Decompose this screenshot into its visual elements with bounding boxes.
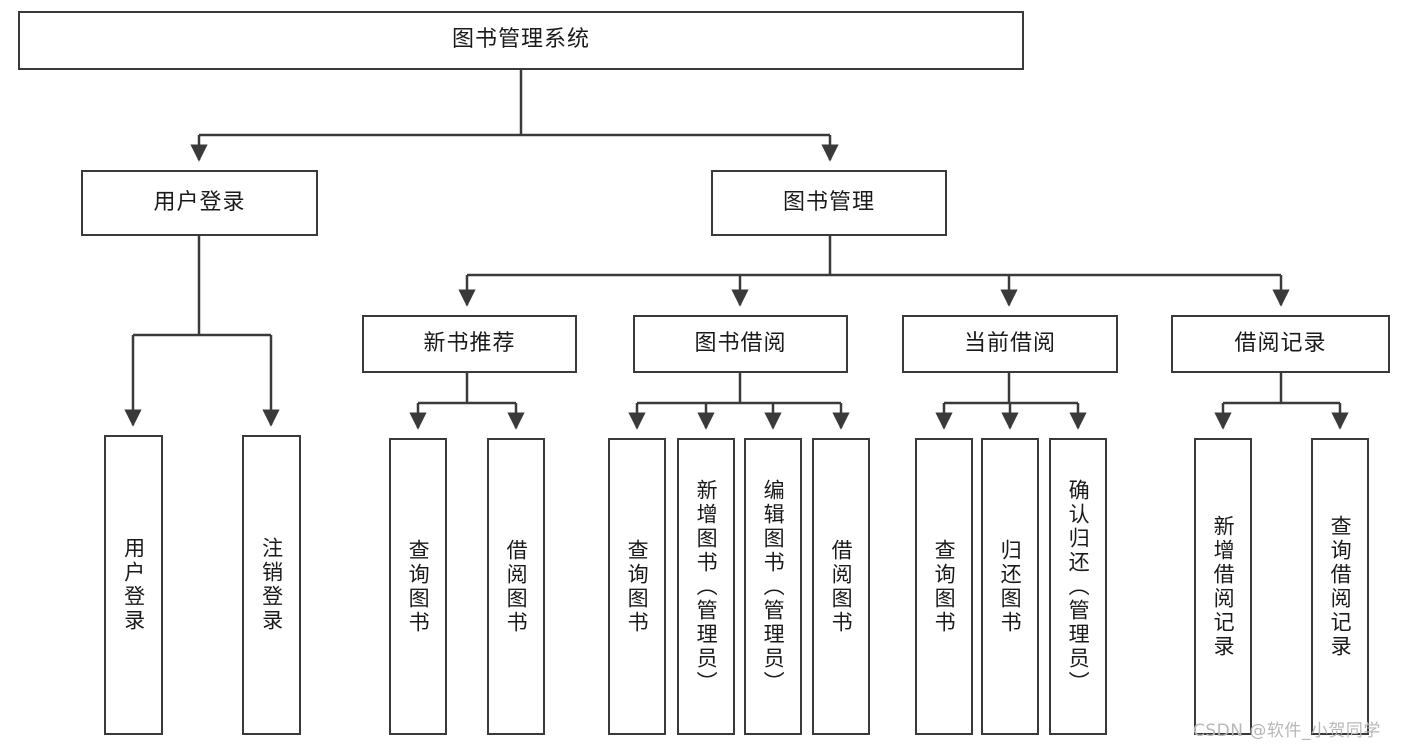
node-leaf-borrow-book-2-label: 借阅图书	[829, 538, 854, 635]
node-root-book-management-system[interactable]: 图书管理系统	[18, 11, 1024, 70]
node-user-login[interactable]: 用户登录	[81, 170, 318, 236]
node-leaf-user-login-label: 用户登录	[121, 537, 146, 633]
node-leaf-query-book-1-label: 查询图书	[406, 538, 431, 635]
node-borrow-record-label: 借阅记录	[1234, 330, 1327, 356]
node-leaf-query-book-2-label: 查询图书	[625, 538, 650, 635]
node-user-login-label: 用户登录	[153, 189, 246, 215]
node-book-borrow-label: 图书借阅	[694, 330, 787, 356]
node-leaf-return-book[interactable]: 归还图书	[981, 438, 1039, 735]
node-current-borrow[interactable]: 当前借阅	[902, 315, 1118, 373]
node-current-borrow-label: 当前借阅	[963, 330, 1056, 356]
node-leaf-confirm-return-label: 确认归还（管理员）	[1066, 478, 1091, 695]
node-borrow-record[interactable]: 借阅记录	[1171, 315, 1390, 373]
node-book-manage-label: 图书管理	[782, 189, 875, 215]
node-book-manage[interactable]: 图书管理	[711, 170, 947, 236]
node-leaf-add-record[interactable]: 新增借阅记录	[1194, 438, 1252, 735]
node-new-book-recommend-label: 新书推荐	[423, 330, 516, 356]
node-root-label: 图书管理系统	[451, 27, 590, 53]
node-leaf-query-book-1[interactable]: 查询图书	[389, 438, 447, 735]
node-leaf-user-logout-label: 注销登录	[259, 537, 284, 633]
node-leaf-user-logout[interactable]: 注销登录	[242, 435, 301, 735]
node-leaf-borrow-book-1[interactable]: 借阅图书	[487, 438, 545, 735]
node-leaf-confirm-return[interactable]: 确认归还（管理员）	[1049, 438, 1107, 735]
node-book-borrow[interactable]: 图书借阅	[633, 315, 848, 373]
node-leaf-query-record[interactable]: 查询借阅记录	[1311, 438, 1369, 735]
node-leaf-add-book[interactable]: 新增图书（管理员）	[677, 438, 735, 735]
node-leaf-user-login[interactable]: 用户登录	[104, 435, 163, 735]
node-leaf-borrow-book-2[interactable]: 借阅图书	[812, 438, 870, 735]
node-leaf-borrow-book-1-label: 借阅图书	[504, 538, 529, 635]
node-leaf-query-record-label: 查询借阅记录	[1328, 514, 1353, 659]
node-leaf-query-book-3-label: 查询图书	[932, 538, 957, 635]
node-leaf-add-book-label: 新增图书（管理员）	[694, 478, 719, 695]
node-leaf-edit-book-label: 编辑图书（管理员）	[761, 478, 786, 695]
node-leaf-return-book-label: 归还图书	[998, 538, 1023, 635]
node-leaf-query-book-2[interactable]: 查询图书	[608, 438, 666, 735]
node-leaf-query-book-3[interactable]: 查询图书	[915, 438, 973, 735]
node-new-book-recommend[interactable]: 新书推荐	[362, 315, 577, 373]
node-leaf-edit-book[interactable]: 编辑图书（管理员）	[744, 438, 802, 735]
node-leaf-add-record-label: 新增借阅记录	[1211, 514, 1236, 659]
